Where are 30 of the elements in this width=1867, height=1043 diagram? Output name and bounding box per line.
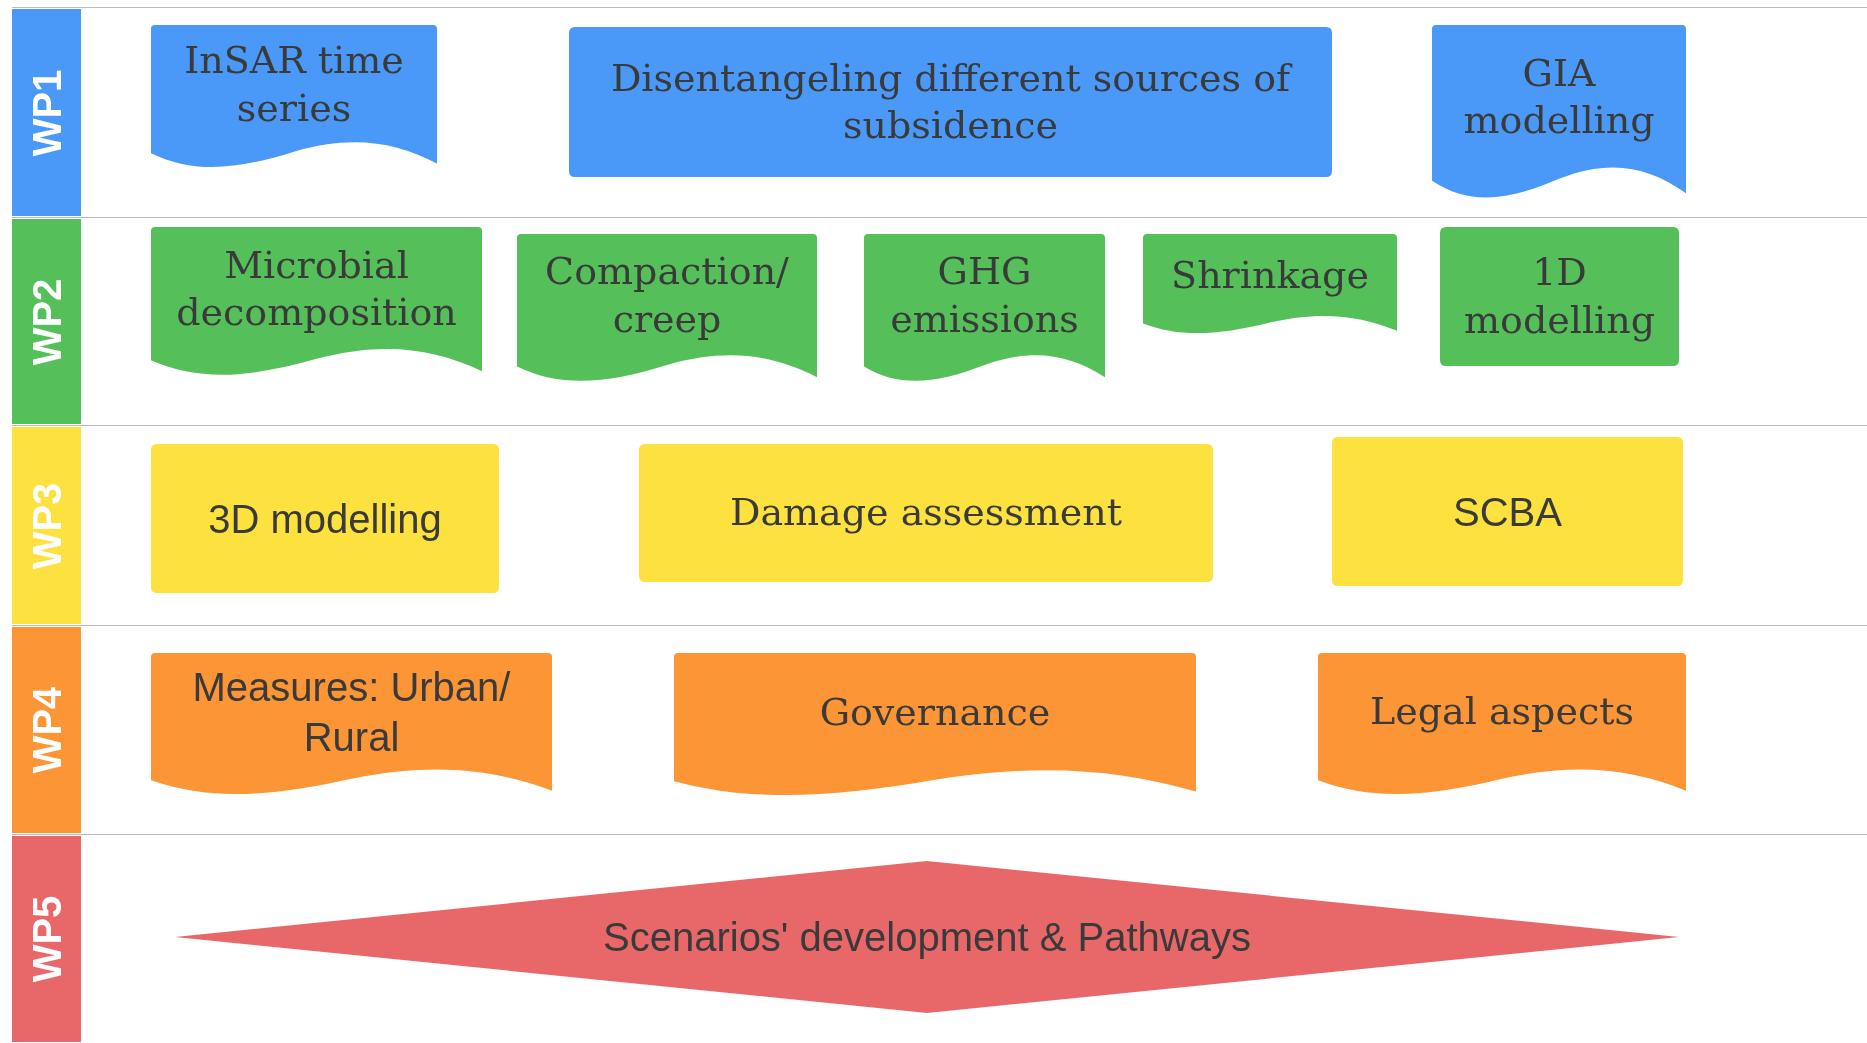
- process-box: [151, 444, 499, 593]
- box-label: GIA modelling: [1462, 49, 1656, 145]
- box-label: Legal aspects: [1370, 688, 1634, 736]
- lane-label: WP4: [24, 686, 69, 774]
- box-label: Measures: Urban/ Rural: [191, 664, 512, 762]
- lane-label: WP3: [24, 482, 69, 569]
- swimlane-row: [12, 834, 1867, 1043]
- swimlane-row: [12, 625, 1867, 834]
- box-label: Scenarios' development & Pathways: [603, 914, 1251, 961]
- box-label: SCBA: [1453, 488, 1562, 536]
- box-label: Disentangeling different sources of subsidence: [609, 54, 1294, 149]
- box-label: Shrinkage: [1171, 251, 1369, 299]
- lane-label: WP2: [24, 278, 69, 365]
- process-box: [639, 444, 1213, 582]
- lane-label: WP1: [24, 69, 69, 156]
- box-label: InSAR time series: [183, 37, 405, 132]
- box-label: Compaction/ creep: [544, 248, 790, 343]
- swimlane-row: [12, 425, 1867, 625]
- box-label: GHG emissions: [889, 248, 1080, 343]
- box-label: Damage assessment: [729, 489, 1123, 537]
- box-label: Governance: [819, 688, 1051, 736]
- process-box: [569, 27, 1332, 177]
- box-label: 3D modelling: [208, 495, 442, 543]
- box-label: 1D modelling: [1463, 249, 1656, 344]
- swimlane-row: [12, 7, 1867, 217]
- box-label: Microbial decomposition: [175, 241, 458, 336]
- swimlane-row: [12, 217, 1867, 425]
- lane-label: WP5: [24, 895, 69, 983]
- process-box: [1332, 437, 1683, 586]
- process-box: [1440, 227, 1679, 366]
